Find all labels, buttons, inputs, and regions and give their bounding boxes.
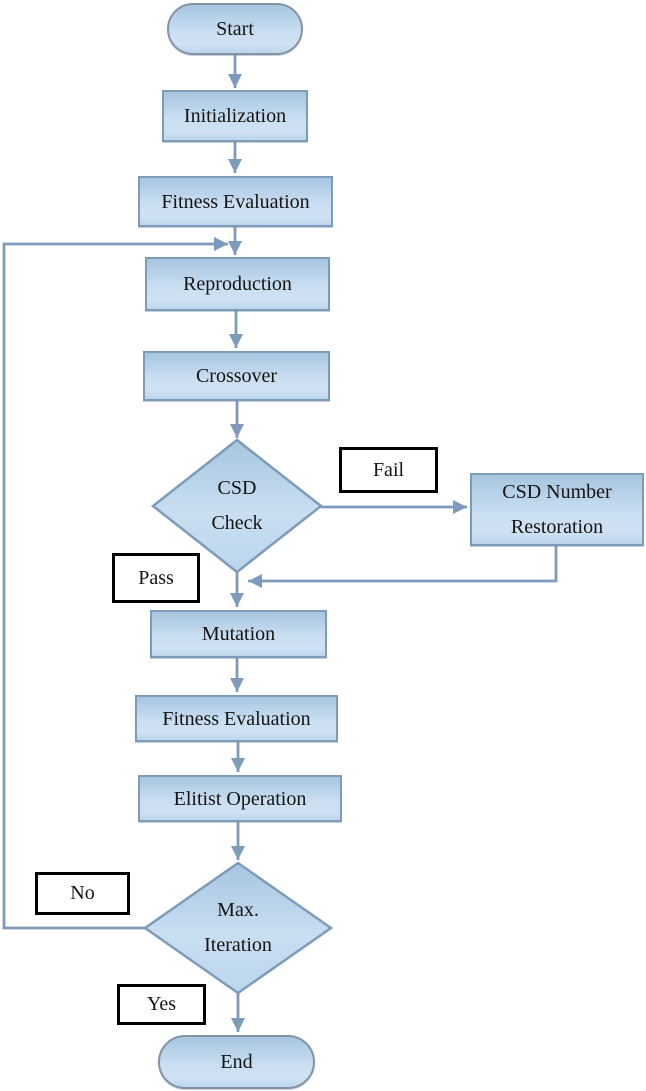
node-max-iteration-diamond <box>142 861 334 995</box>
node-elitist-operation: Elitist Operation <box>138 775 342 822</box>
node-csd-number-restoration-label: CSD Number Restoration <box>502 480 612 538</box>
node-csd-number-restoration: CSD Number Restoration <box>470 473 644 546</box>
node-crossover-label: Crossover <box>195 365 278 387</box>
node-end: End <box>158 1035 315 1089</box>
node-initialization: Initialization <box>162 90 308 142</box>
node-reproduction-label: Reproduction <box>183 273 292 295</box>
node-start: Start <box>167 3 303 55</box>
node-csd-check-diamond <box>150 438 324 574</box>
node-crossover: Crossover <box>143 351 330 401</box>
node-mutation: Mutation <box>150 610 327 658</box>
node-reproduction: Reproduction <box>145 257 330 311</box>
node-mutation-label: Mutation <box>201 623 276 645</box>
edge-label-no: No <box>35 872 130 915</box>
edge-label-pass: Pass <box>112 553 200 603</box>
node-fitness-evaluation-2-label: Fitness Evaluation <box>162 707 311 730</box>
node-end-label: End <box>220 1051 253 1073</box>
node-fitness-evaluation-1: Fitness Evaluation <box>138 176 333 227</box>
node-fitness-evaluation-2: Fitness Evaluation <box>135 695 338 742</box>
node-initialization-label: Initialization <box>183 105 287 127</box>
edge-restoration-return <box>248 546 558 588</box>
edge-label-fail: Fail <box>339 447 438 493</box>
edge-label-yes: Yes <box>117 984 206 1025</box>
node-fitness-evaluation-1-label: Fitness Evaluation <box>161 190 310 213</box>
edge-max-iteration-no-loop <box>2 237 228 930</box>
node-elitist-operation-label: Elitist Operation <box>173 787 307 810</box>
node-start-label: Start <box>216 18 254 40</box>
